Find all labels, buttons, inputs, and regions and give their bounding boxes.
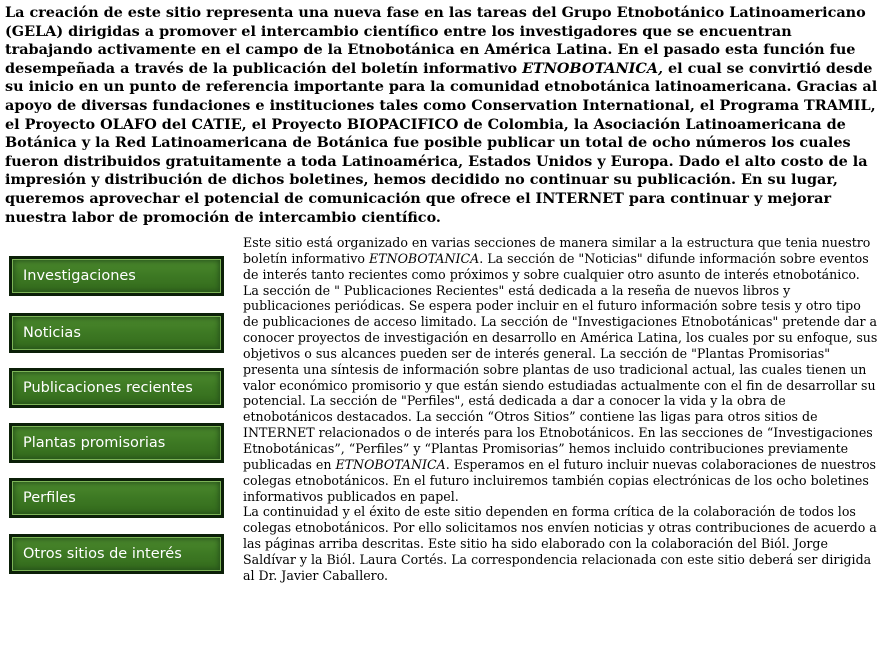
bulletin-title: ETNOBOTANICA	[368, 250, 480, 266]
intro-text-part-a: La creación de este sitio representa una…	[5, 4, 866, 77]
nav-button-publicaciones-recientes[interactable]: Publicaciones recientes	[9, 368, 224, 408]
description-part-c: . Esperamos en el futuro incluir nuevas …	[243, 456, 877, 504]
nav-button-noticias[interactable]: Noticias	[9, 313, 224, 353]
intro-text: La creación de este sitio representa una…	[5, 4, 881, 227]
intro-text-part-b: el cual se convirtió desde su inicio en …	[5, 59, 878, 226]
bulletin-title: ETNOBOTANICA,	[522, 59, 663, 77]
nav-button-plantas-promisorias[interactable]: Plantas promisorias	[9, 423, 224, 463]
description-part-a: Este sitio está organizado en varias sec…	[243, 235, 871, 266]
description-paragraph-2: La continuidad y el éxito de este sitio …	[243, 504, 877, 583]
nav-button-otros-sitios[interactable]: Otros sitios de interés	[9, 534, 224, 574]
nav-button-perfiles[interactable]: Perfiles	[9, 478, 224, 518]
nav-button-investigaciones[interactable]: Investigaciones	[9, 256, 224, 296]
description-paragraph-1: Este sitio está organizado en varias sec…	[243, 235, 879, 504]
description-part-b: . La sección de "Noticias" difunde infor…	[243, 250, 878, 472]
intro-paragraph: La creación de este sitio representa una…	[5, 4, 881, 227]
bulletin-title: ETNOBOTANICA	[335, 456, 446, 472]
site-description: Este sitio está organizado en varias sec…	[243, 235, 879, 584]
